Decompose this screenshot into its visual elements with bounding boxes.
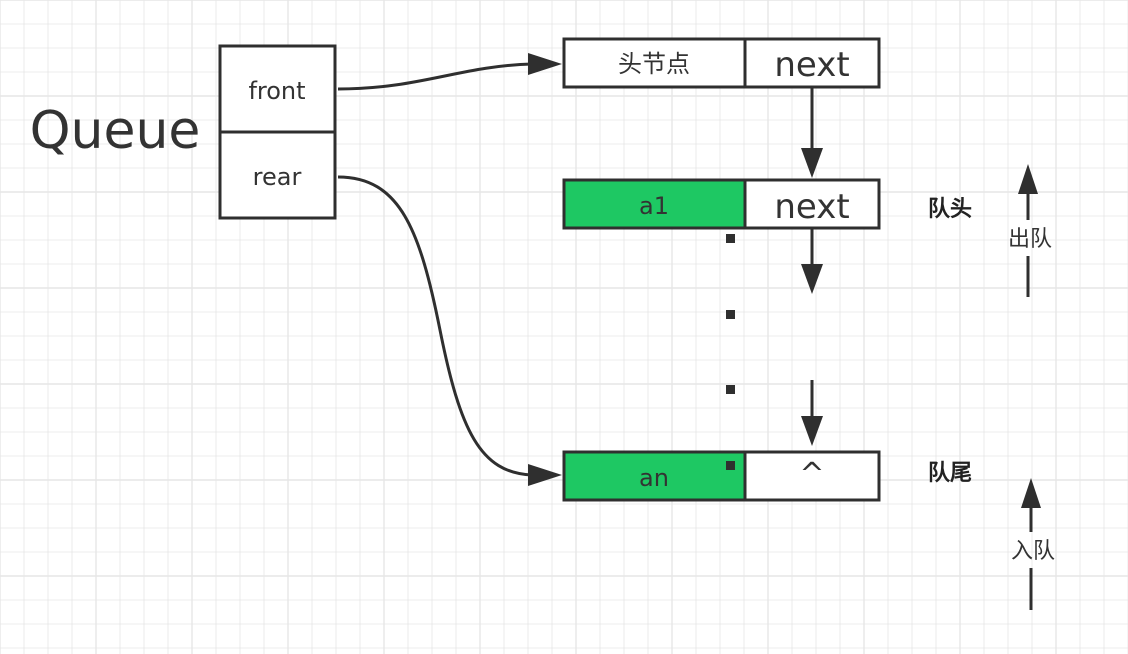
ellipsis-dots [726, 234, 735, 470]
ellipsis-dot [726, 310, 735, 319]
last-node-data-label: an [639, 464, 669, 492]
first-node-next-cell [743, 178, 881, 230]
enqueue-indicator: 入队 [1011, 478, 1055, 610]
head-node-data-cell [562, 37, 747, 89]
first-node-data-label: a1 [639, 192, 669, 220]
enqueue-label: 入队 [1011, 539, 1055, 564]
next-pointers [801, 88, 823, 446]
rear-cell [218, 130, 337, 220]
last-node-next-label: ^ [799, 457, 824, 492]
rear-label: rear [253, 163, 302, 191]
head-node-next-cell [743, 37, 881, 89]
next-arrowhead [801, 264, 823, 294]
ellipsis-dot [726, 385, 735, 394]
dequeue-arrowhead [1018, 164, 1038, 194]
queue-struct: front rear [218, 44, 337, 220]
dequeue-indicator: 出队 [1008, 164, 1052, 297]
queue-tail-label: 队尾 [928, 461, 972, 486]
queue-head-label: 队头 [928, 197, 972, 222]
front-pointer-arrowhead [528, 53, 562, 75]
head-node-data-label: 头节点 [618, 50, 690, 78]
front-pointer-arrow [337, 62, 533, 91]
head-node-next-label: next [774, 45, 849, 85]
ellipsis-dot [726, 461, 735, 470]
dequeue-label: 出队 [1008, 227, 1052, 252]
rear-pointer-arrowhead [528, 464, 562, 486]
first-node-data-cell [562, 178, 747, 230]
last-node: an ^ [562, 450, 881, 502]
front-label: front [248, 77, 305, 105]
enqueue-arrowhead [1021, 478, 1041, 508]
next-arrowhead [801, 416, 823, 446]
rear-pointer-arrow [337, 175, 533, 477]
head-node: 头节点 next [562, 37, 881, 89]
first-node: a1 next [562, 178, 881, 230]
next-arrowhead [801, 148, 823, 178]
last-node-data-cell [562, 450, 747, 502]
ellipsis-dot [726, 234, 735, 243]
queue-title: Queue [30, 101, 201, 161]
first-node-next-label: next [774, 187, 849, 227]
last-node-next-cell [743, 450, 881, 502]
